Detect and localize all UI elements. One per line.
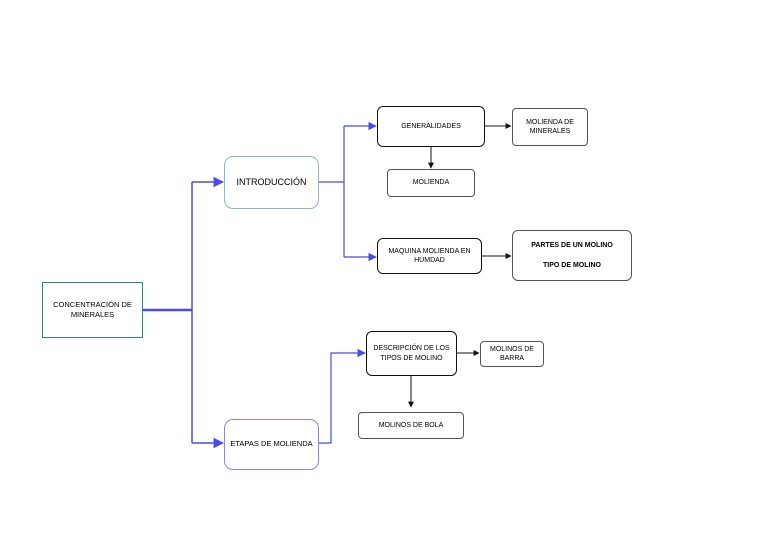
node-descripcion[interactable]: DESCRIPCIÓN DE LOS TIPOS DE MOLINO — [366, 331, 457, 376]
node-partes-label: PARTES DE UN MOLINO — [531, 241, 613, 249]
node-maquina[interactable]: MAQUINA MOLIENDA EN HUMDAD — [377, 238, 482, 274]
node-molienda[interactable]: MOLIENDA — [387, 169, 475, 197]
node-etapas-molienda[interactable]: ETAPAS DE MOLIENDA — [224, 419, 319, 470]
node-molinos-bola[interactable]: MOLINOS DE BOLA — [358, 412, 464, 439]
node-descripcion-label: DESCRIPCIÓN DE LOS TIPOS DE MOLINO — [373, 345, 450, 362]
node-generalidades[interactable]: GENERALIDADES — [377, 106, 485, 147]
node-molienda-minerales[interactable]: MOLIENDA DE MINERALES — [512, 108, 588, 146]
node-maquina-label: MAQUINA MOLIENDA EN HUMDAD — [388, 247, 471, 264]
node-introduccion-label: INTRODUCCIÓN — [236, 177, 307, 188]
node-barra-label: MOLINOS DE BARRA — [490, 345, 534, 362]
node-molinos-barra[interactable]: MOLINOS DE BARRA — [480, 341, 544, 367]
node-molienda-label: MOLIENDA — [412, 179, 450, 187]
node-concentracion-label: CONCENTRACIÓN DE MINERALES — [53, 299, 132, 319]
node-generalidades-label: GENERALIDADES — [401, 122, 461, 130]
arrow-to-descripcion — [319, 348, 366, 444]
node-etapas-label: ETAPAS DE MOLIENDA — [230, 439, 313, 449]
node-concentracion[interactable]: CONCENTRACIÓN DE MINERALES — [42, 282, 143, 338]
node-bola-label: MOLINOS DE BOLA — [378, 421, 444, 429]
node-partes-tipo[interactable]: PARTES DE UN MOLINO TIPO DE MOLINO — [512, 230, 632, 281]
node-tipo-label: TIPO DE MOLINO — [543, 262, 601, 270]
node-introduccion[interactable]: INTRODUCCIÓN — [224, 156, 319, 209]
node-molienda-minerales-label: MOLIENDA DE MINERALES — [526, 118, 574, 135]
